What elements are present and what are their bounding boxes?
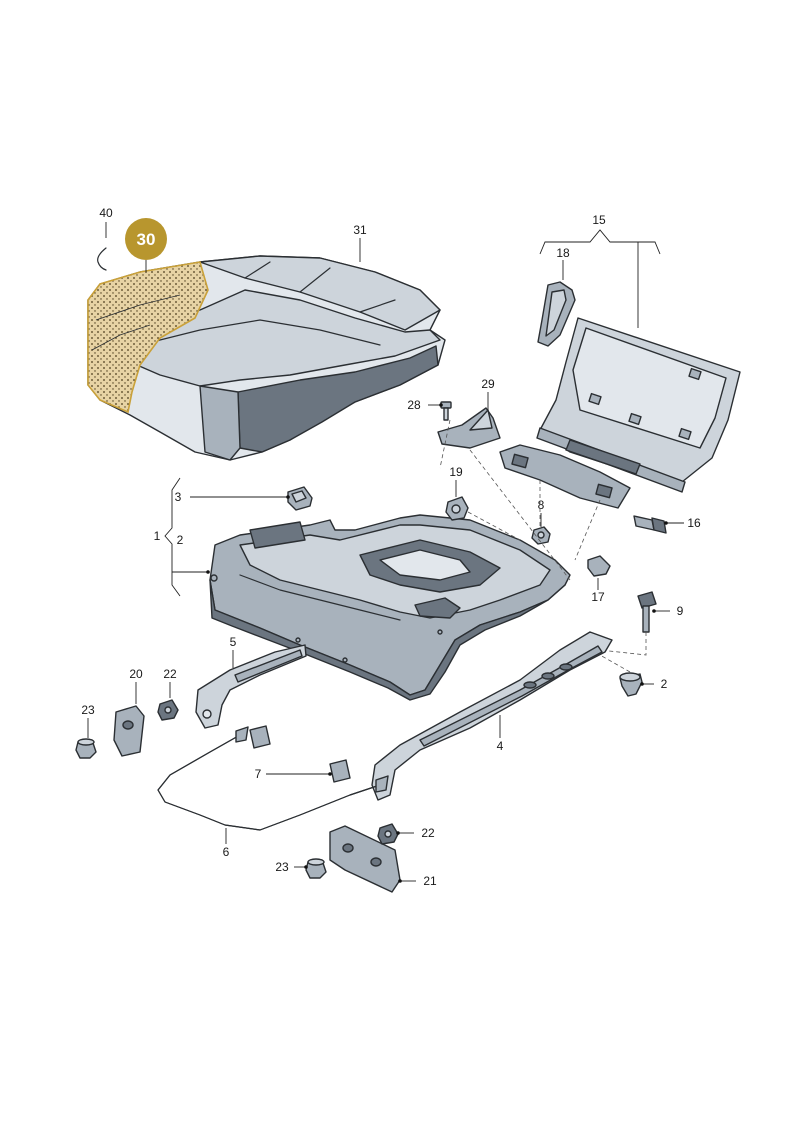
label-16: 16: [687, 516, 701, 530]
label-9: 9: [677, 604, 684, 618]
seat-padding-highlighted[interactable]: [87, 261, 209, 414]
group-1-2-leader: 1 2: [154, 477, 210, 597]
nut-part-22-right[interactable]: 22: [377, 823, 435, 845]
seat-pan-frame: [499, 317, 741, 509]
label-40: 40: [99, 206, 113, 220]
bracket-part-29[interactable]: 29: [437, 377, 501, 449]
handle-part-18[interactable]: 18: [537, 246, 576, 347]
pad-part-7[interactable]: 7: [249, 725, 351, 783]
label-8: 8: [538, 498, 545, 512]
label-23b: 23: [275, 860, 289, 874]
assembly-guide-lines: [439, 419, 647, 673]
seat-base-frame: [209, 514, 571, 701]
label-21: 21: [423, 874, 437, 888]
group-15-leader: 15: [539, 213, 661, 328]
label-3: 3: [175, 490, 182, 504]
label-5: 5: [230, 635, 237, 649]
clip-part-17[interactable]: 17: [587, 555, 611, 604]
cap-part-23-right[interactable]: 23: [275, 858, 327, 879]
bolt-part-9[interactable]: 9: [637, 591, 684, 633]
label-30: 30: [137, 230, 156, 249]
label-23a: 23: [81, 703, 95, 717]
part-30-badge[interactable]: 30: [125, 218, 167, 272]
nut-clip-part-3[interactable]: 3: [175, 486, 313, 511]
label-19: 19: [449, 465, 463, 479]
rail-part-5[interactable]: 5: [195, 635, 307, 729]
grommet-part-2[interactable]: 2: [619, 672, 668, 697]
label-4: 4: [497, 739, 504, 753]
label-15: 15: [592, 213, 606, 227]
wire-bar-part-6[interactable]: 6: [157, 726, 389, 859]
rail-part-4[interactable]: 4: [371, 631, 613, 801]
c-clip-icon: [97, 247, 107, 271]
bolt-part-16[interactable]: 16: [633, 515, 701, 534]
label-28: 28: [407, 398, 421, 412]
label-2a: 2: [177, 533, 184, 547]
label-1: 1: [154, 529, 161, 543]
label-18: 18: [556, 246, 570, 260]
label-2b: 2: [661, 677, 668, 691]
clip-part-40[interactable]: 40: [97, 206, 113, 271]
nut-part-22-left[interactable]: 22: [157, 667, 179, 721]
rivet-part-28[interactable]: 28: [407, 398, 452, 421]
label-7: 7: [255, 767, 262, 781]
cap-part-23-left[interactable]: 23: [75, 703, 97, 759]
label-29: 29: [481, 377, 495, 391]
label-22a: 22: [163, 667, 177, 681]
cover-part-21[interactable]: 21: [329, 825, 437, 893]
label-6: 6: [223, 845, 230, 859]
label-22b: 22: [421, 826, 435, 840]
nut-part-8[interactable]: 8: [531, 498, 551, 545]
label-20: 20: [129, 667, 143, 681]
cover-part-20[interactable]: 20: [113, 667, 145, 757]
push-clip-part-19[interactable]: 19: [445, 465, 469, 521]
label-31: 31: [353, 223, 367, 237]
label-17: 17: [591, 590, 605, 604]
